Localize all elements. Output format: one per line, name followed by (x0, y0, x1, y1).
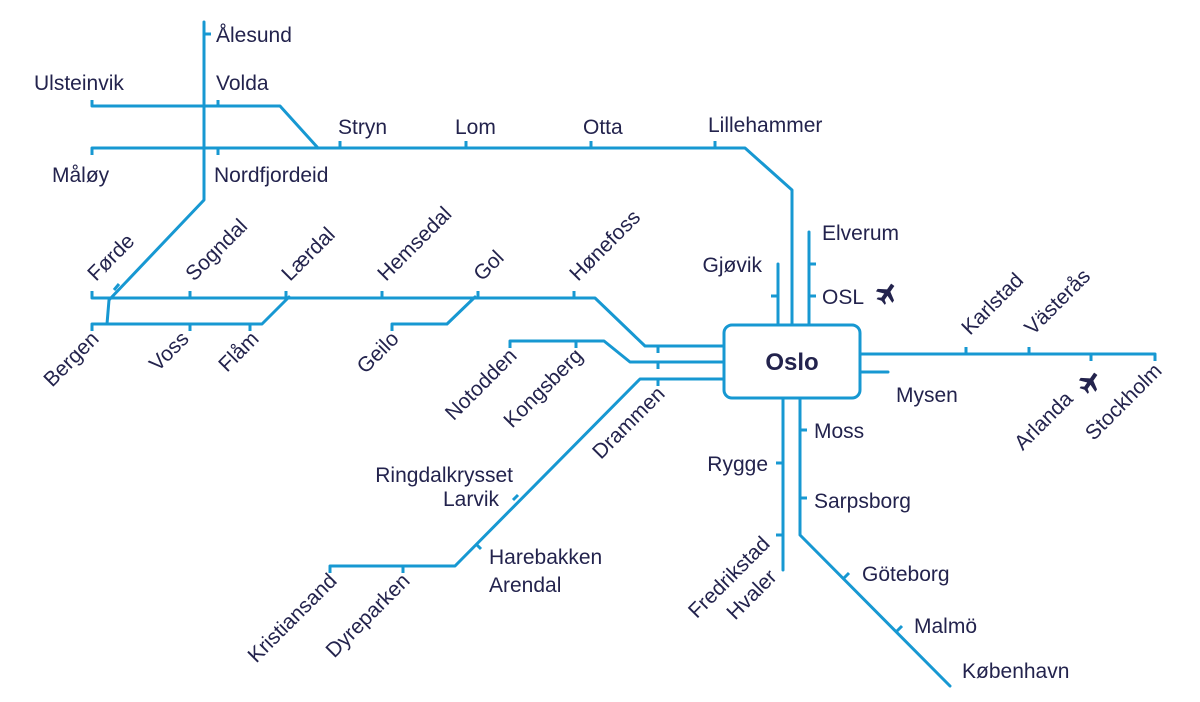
station-label-malmo[interactable]: Malmö (914, 615, 977, 638)
route-bergen-honefoss (90, 296, 726, 348)
station-label-flam[interactable]: Flåm (214, 327, 263, 376)
station-label-kobenhavn[interactable]: København (962, 660, 1069, 683)
station-label-geilo[interactable]: Geilo (353, 327, 404, 378)
station-label-maloy[interactable]: Måløy (52, 164, 110, 187)
station-label-bergen[interactable]: Bergen (39, 327, 103, 391)
station-ticks (90, 32, 1157, 633)
station-label-moss[interactable]: Moss (814, 420, 864, 443)
station-label-sogndal[interactable]: Sogndal (181, 215, 252, 286)
station-label-lillehammer[interactable]: Lillehammer (708, 114, 822, 137)
station-label-gjovik[interactable]: Gjøvik (703, 254, 763, 277)
station-label-stockholm[interactable]: Stockholm (1081, 359, 1167, 445)
tick-harebakken (474, 542, 483, 551)
station-label-alesund[interactable]: Ålesund (216, 24, 292, 47)
station-label-karlstad[interactable]: Karlstad (957, 269, 1028, 340)
station-label-rygge[interactable]: Rygge (707, 453, 768, 476)
tick-malmo (895, 624, 904, 633)
hub-oslo[interactable]: Oslo (722, 323, 862, 400)
station-label-goteborg[interactable]: Göteborg (862, 563, 950, 586)
station-label-otta[interactable]: Otta (583, 116, 623, 139)
tick-forde (112, 283, 121, 291)
station-label-laerdal[interactable]: Lærdal (277, 223, 339, 285)
hub-box (722, 323, 862, 400)
station-label-sarpsborg[interactable]: Sarpsborg (814, 490, 911, 513)
route-geilo-gol (390, 295, 477, 326)
station-label-ulsteinvik[interactable]: Ulsteinvik (34, 72, 124, 95)
route-sarpsborg-kobenhavn (798, 397, 952, 688)
hub-label: Oslo (765, 349, 818, 376)
station-label-larvik[interactable]: Larvik (443, 488, 500, 511)
tick-goteborg (842, 571, 851, 580)
route-maloy-lillehammer (90, 146, 794, 327)
airplane-icon (1078, 372, 1098, 394)
route-notodden (508, 339, 726, 364)
station-label-volda[interactable]: Volda (216, 72, 269, 95)
station-label-elverum[interactable]: Elverum (822, 222, 899, 245)
station-label-ringdalkrysset[interactable]: Ringdalkrysset (375, 464, 513, 487)
station-label-osl[interactable]: OSL (822, 286, 864, 309)
station-labels-rotated: Bergen Voss Flåm Geilo Notodden Kongsber… (39, 202, 1166, 667)
airplane-icon (875, 283, 895, 305)
station-label-mysen[interactable]: Mysen (896, 384, 958, 407)
station-label-nordfjordeid[interactable]: Nordfjordeid (214, 164, 328, 187)
route-kristiansand-drammen (328, 377, 726, 568)
station-labels: Ålesund Ulsteinvik Volda Stryn Lom Otta … (34, 24, 1069, 683)
station-label-arendal[interactable]: Arendal (489, 574, 561, 597)
route-alesund-forde (105, 20, 206, 326)
station-label-drammen[interactable]: Drammen (588, 382, 669, 463)
station-label-vasteras[interactable]: Västerås (1020, 265, 1095, 340)
route-ulsteinvik (90, 104, 320, 150)
route-lines (90, 20, 1157, 688)
station-label-honefoss[interactable]: Hønefoss (565, 206, 645, 286)
station-label-voss[interactable]: Voss (145, 327, 193, 375)
station-label-harebakken[interactable]: Harebakken (489, 546, 602, 569)
tick-ringdalkrysset (511, 493, 520, 502)
station-label-hemsedal[interactable]: Hemsedal (373, 202, 456, 285)
station-label-arlanda[interactable]: Arlanda (1010, 387, 1078, 455)
station-label-gol[interactable]: Gol (469, 246, 508, 285)
station-label-stryn[interactable]: Stryn (338, 116, 387, 139)
station-label-lom[interactable]: Lom (455, 116, 496, 139)
route-voss-flam (90, 295, 291, 326)
